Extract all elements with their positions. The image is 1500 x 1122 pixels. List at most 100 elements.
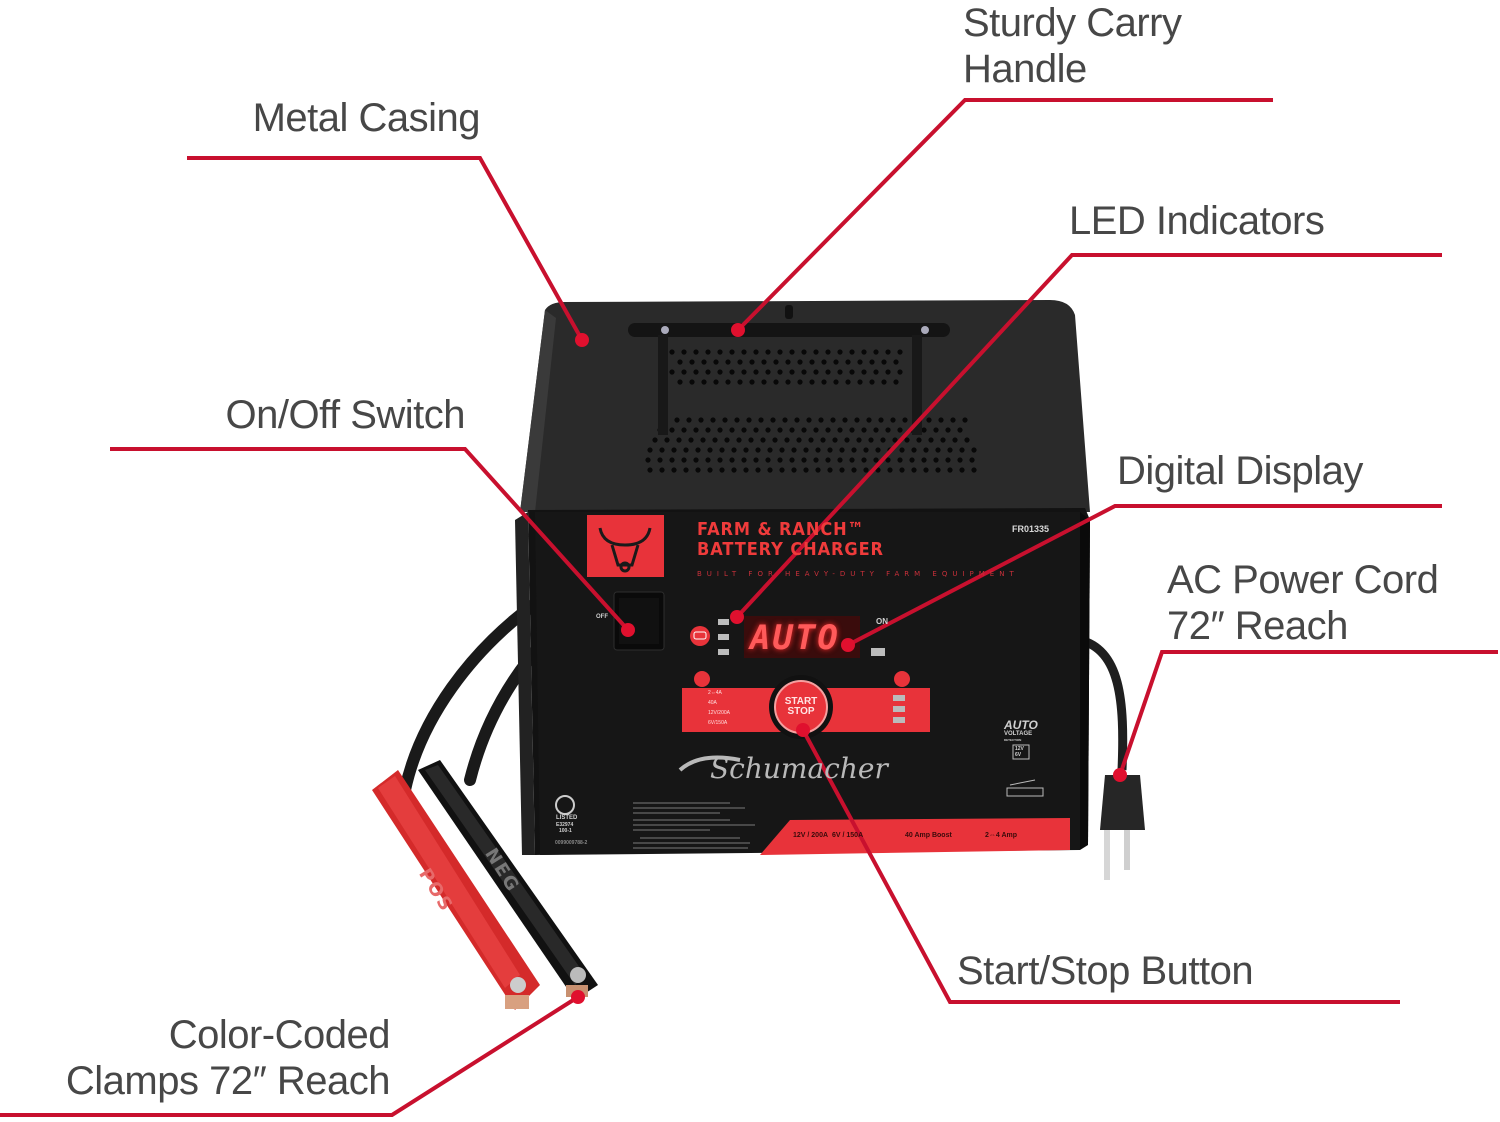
vent-hole <box>698 417 704 423</box>
vent-hole <box>701 379 707 385</box>
vent-hole <box>701 359 707 365</box>
vent-hole <box>700 437 706 443</box>
vent-hole <box>815 467 821 473</box>
vent-hole <box>796 437 802 443</box>
vent-hole <box>885 457 891 463</box>
vent-hole <box>839 467 845 473</box>
vent-hole <box>722 417 728 423</box>
vent-hole <box>957 457 963 463</box>
vent-hole <box>875 447 881 453</box>
start-stop-button[interactable]: START STOP <box>784 696 818 717</box>
vent-hole <box>717 349 723 355</box>
ul-code: E32974 <box>556 822 574 828</box>
carry-handle[interactable] <box>628 305 950 435</box>
vent-hole <box>830 417 836 423</box>
vent-hole <box>725 379 731 385</box>
vent-hole <box>669 427 675 433</box>
vent-hole <box>789 369 795 375</box>
vent-hole <box>842 417 848 423</box>
vent-hole <box>705 349 711 355</box>
vent-hole <box>767 467 773 473</box>
vent-hole <box>779 467 785 473</box>
led-indicator <box>718 634 729 640</box>
black-clamp[interactable] <box>418 760 598 1000</box>
vent-hole <box>746 417 752 423</box>
vent-hole <box>873 457 879 463</box>
front-panel <box>515 508 1090 855</box>
vent-hole <box>765 349 771 355</box>
led-indicator <box>718 649 729 655</box>
vent-hole <box>755 467 761 473</box>
vent-hole <box>664 437 670 443</box>
callout-dot-led-indicators <box>730 610 744 624</box>
red-clamp[interactable] <box>372 770 540 1010</box>
vent-hole <box>669 457 675 463</box>
vent-hole <box>845 359 851 365</box>
vent-hole <box>669 349 675 355</box>
callout-line-on-off-switch <box>110 447 630 632</box>
vent-hole <box>909 457 915 463</box>
vent-hole <box>837 457 843 463</box>
vent-hole <box>857 359 863 365</box>
vent-hole <box>749 379 755 385</box>
vent-hole <box>779 447 785 453</box>
spec-12v: 12V / 200A <box>793 832 829 839</box>
auto-voltage-title: AUTO <box>1004 718 1038 732</box>
vent-hole <box>897 349 903 355</box>
vent-hole <box>657 457 663 463</box>
vent-hole <box>866 417 872 423</box>
vent-hole <box>845 379 851 385</box>
vent-hole <box>869 379 875 385</box>
mode-label: 2⇔4A <box>708 690 722 696</box>
vent-hole <box>821 379 827 385</box>
vent-hole <box>729 349 735 355</box>
vent-hole <box>947 447 953 453</box>
vent-hole <box>681 457 687 463</box>
vent-hole <box>688 437 694 443</box>
vent-hole <box>724 437 730 443</box>
vent-hole <box>712 437 718 443</box>
vent-hole <box>827 447 833 453</box>
vent-hole <box>863 447 869 453</box>
vent-hole <box>933 457 939 463</box>
mode-label: 40A <box>708 700 717 706</box>
vent-hole <box>717 427 723 433</box>
vent-hole <box>652 437 658 443</box>
vent-hole <box>671 447 677 453</box>
vent-hole <box>923 467 929 473</box>
display-readout: AUTO <box>750 618 840 658</box>
digital-display <box>744 616 860 658</box>
vent-hole <box>753 427 759 433</box>
vent-hole <box>971 467 977 473</box>
vent-hole <box>921 427 927 433</box>
vent-hole <box>878 417 884 423</box>
vent-hole <box>758 417 764 423</box>
vent-hole <box>833 359 839 365</box>
vent-hole <box>904 437 910 443</box>
spec-strip <box>760 818 1070 855</box>
vent-hole <box>689 359 695 365</box>
vent-hole <box>868 437 874 443</box>
vent-hole <box>753 457 759 463</box>
callout-dot-metal-casing <box>575 333 589 347</box>
vent-hole <box>959 467 965 473</box>
ul-number: 100-1 <box>559 828 572 834</box>
vent-hole <box>916 437 922 443</box>
vent-hole <box>902 417 908 423</box>
vent-hole <box>770 417 776 423</box>
callout-on-off-switch: On/Off Switch <box>225 393 465 437</box>
vent-hole <box>803 447 809 453</box>
vent-hole <box>765 427 771 433</box>
part-number: 0099009788-2 <box>555 840 588 846</box>
vent-hole <box>880 437 886 443</box>
vent-hole <box>765 369 771 375</box>
vent-hole <box>755 447 761 453</box>
vent-hole <box>797 359 803 365</box>
vent-hole <box>869 359 875 365</box>
vent-hole <box>725 359 731 365</box>
vent-hole <box>681 369 687 375</box>
vent-hole <box>689 379 695 385</box>
vent-hole <box>695 467 701 473</box>
vent-hole <box>791 447 797 453</box>
callout-line-led-indicators <box>735 253 1442 619</box>
